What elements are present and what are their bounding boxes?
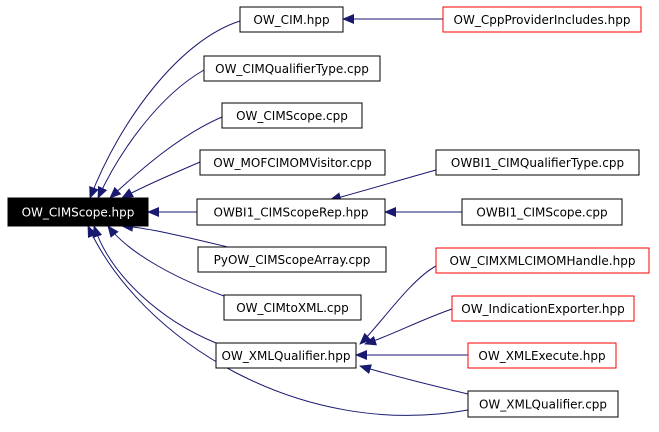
edge-cimxml-cimom-handle-to-xml-qualifier-hpp <box>359 265 437 345</box>
node-xml-qualifier-hpp-label: OW_XMLQualifier.hpp <box>221 349 350 363</box>
node-cim-hpp-label: OW_CIM.hpp <box>253 13 329 27</box>
edge-cim-qualifier-type-cpp-to-root <box>97 69 205 199</box>
node-owbi1-cim-qualifier-type-cpp-label: OWBI1_CIMQualifierType.cpp <box>451 156 624 170</box>
node-cpp-provider-includes-label: OW_CppProviderIncludes.hpp <box>454 13 631 27</box>
node-cim-hpp[interactable]: OW_CIM.hpp <box>239 6 344 33</box>
edge-cim-hpp-to-root <box>89 20 241 199</box>
node-cim-scope-cpp[interactable]: OW_CIMScope.cpp <box>221 102 363 129</box>
node-root[interactable]: OW_CIMScope.hpp <box>7 197 149 227</box>
node-cimxml-cimom-handle-hpp-label: OW_CIMXMLCIMOMHandle.hpp <box>450 254 636 268</box>
node-owbi1-cim-scope-rep-hpp-label: OWBI1_CIMScopeRep.hpp <box>214 206 369 220</box>
node-mof-cimom-visitor-cpp[interactable]: OW_MOFCIMOMVisitor.cpp <box>199 149 386 176</box>
node-indication-exporter-hpp-label: OW_IndicationExporter.hpp <box>461 302 625 316</box>
node-py-cim-scope-array-cpp[interactable]: PyOW_CIMScopeArray.cpp <box>197 246 387 273</box>
edge-xml-qualifier-hpp-to-root <box>92 225 217 344</box>
node-root-label: OW_CIMScope.hpp <box>22 206 135 220</box>
edge-owbi1-qualifier-type-cpp-to-scope-rep <box>329 169 437 202</box>
node-xml-qualifier-hpp[interactable]: OW_XMLQualifier.hpp <box>215 342 357 369</box>
edge-mof-cimom-visitor-cpp-to-root <box>121 161 201 199</box>
edge-cim-scope-cpp-to-root <box>109 116 223 199</box>
node-cimxml-cimom-handle-hpp[interactable]: OW_CIMXMLCIMOMHandle.hpp <box>435 247 650 274</box>
node-py-cim-scope-array-cpp-label: PyOW_CIMScopeArray.cpp <box>214 253 371 267</box>
node-cim-scope-cpp-label: OW_CIMScope.cpp <box>236 109 348 123</box>
node-cim-qualifier-type-cpp-label: OW_CIMQualifierType.cpp <box>215 62 369 76</box>
edge-xml-qualifier-cpp-to-root <box>87 225 469 416</box>
node-xml-execute-hpp[interactable]: OW_XMLExecute.hpp <box>467 342 617 369</box>
edge-py-scope-array-to-root <box>121 221 233 249</box>
node-xml-qualifier-cpp-label: OW_XMLQualifier.cpp <box>479 398 607 412</box>
node-indication-exporter-hpp[interactable]: OW_IndicationExporter.hpp <box>451 295 635 322</box>
node-cim-to-xml-cpp-label: OW_CIMtoXML.cpp <box>236 301 349 315</box>
edge-indication-exporter-to-xml-qualifier-hpp <box>364 308 453 346</box>
node-cpp-provider-includes[interactable]: OW_CppProviderIncludes.hpp <box>442 6 642 33</box>
node-owbi1-cim-qualifier-type-cpp[interactable]: OWBI1_CIMQualifierType.cpp <box>435 149 640 176</box>
node-xml-execute-hpp-label: OW_XMLExecute.hpp <box>478 349 605 363</box>
edge-cim-to-xml-to-root <box>107 225 225 297</box>
node-cim-qualifier-type-cpp[interactable]: OW_CIMQualifierType.cpp <box>203 55 381 82</box>
node-mof-cimom-visitor-cpp-label: OW_MOFCIMOMVisitor.cpp <box>213 156 371 170</box>
node-owbi1-cim-scope-rep-hpp[interactable]: OWBI1_CIMScopeRep.hpp <box>196 198 386 226</box>
edge-xml-qualifier-cpp-to-xml-qualifier-hpp <box>359 364 469 395</box>
node-owbi1-cim-scope-cpp-label: OWBI1_CIMScope.cpp <box>476 206 607 220</box>
node-cim-to-xml-cpp[interactable]: OW_CIMtoXML.cpp <box>223 294 362 321</box>
node-owbi1-cim-scope-cpp[interactable]: OWBI1_CIMScope.cpp <box>461 198 623 226</box>
node-xml-qualifier-cpp[interactable]: OW_XMLQualifier.cpp <box>467 390 619 418</box>
